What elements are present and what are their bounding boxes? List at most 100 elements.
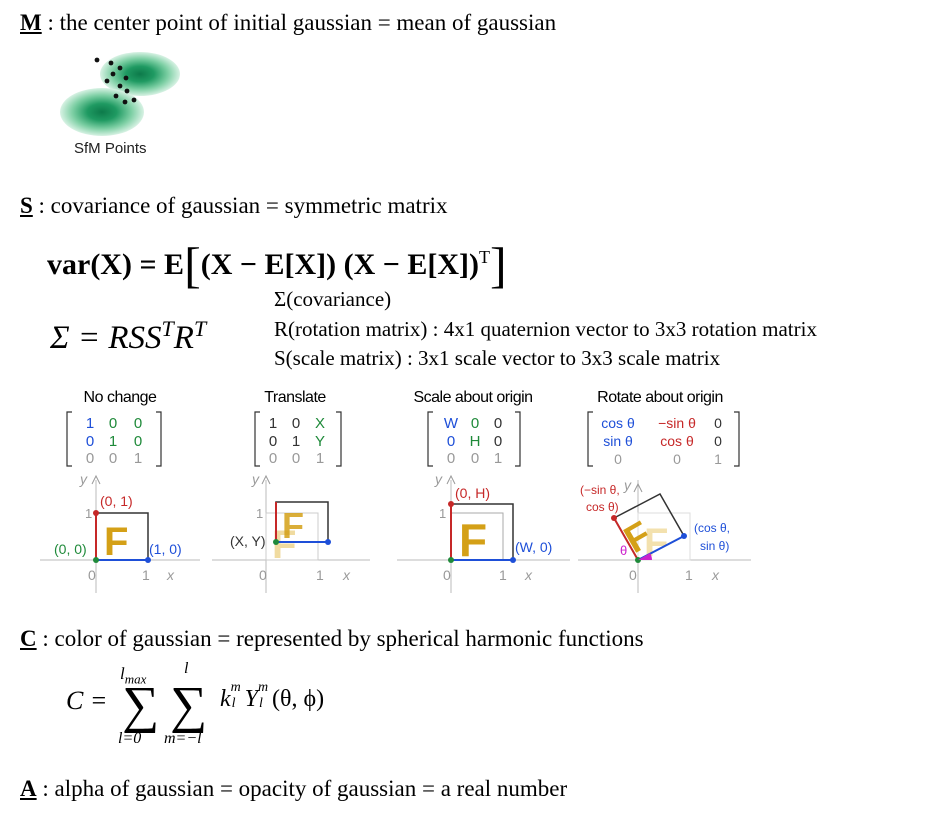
x-label: x xyxy=(711,567,720,583)
label-0-1: (0, 1) xyxy=(100,493,133,509)
sh-args: (θ, ϕ) xyxy=(272,686,325,712)
m1-11: 1 xyxy=(109,433,117,450)
sum2-lower: m=−l xyxy=(164,730,202,747)
origin-label: 0 xyxy=(629,567,637,583)
y-label: y xyxy=(434,471,443,487)
m2-02: X xyxy=(315,415,325,432)
label-0-h: (0, H) xyxy=(455,485,490,501)
sfm-gaussians-illustration xyxy=(60,52,180,136)
m1-22: 1 xyxy=(134,450,142,467)
y-one-label: 1 xyxy=(256,506,263,521)
m3-11: H xyxy=(470,433,481,450)
x-label: x xyxy=(524,567,533,583)
m3-12: 0 xyxy=(494,433,502,450)
label-sin: sin θ) xyxy=(700,539,729,553)
m4-21: 0 xyxy=(673,451,681,467)
sum1-symbol: ∑ xyxy=(122,677,160,734)
sum2-symbol: ∑ xyxy=(170,677,208,734)
panel-scale: W 0 0 0 H 0 0 0 1 y 0 1 x 1 F (0, H) (W,… xyxy=(397,411,570,593)
theta-wedge xyxy=(638,553,652,560)
transform-title-rotate: Rotate about origin xyxy=(597,389,723,406)
c-description: : color of gaussian = represented by sph… xyxy=(36,626,644,651)
c-heading: C : color of gaussian = represented by s… xyxy=(20,626,644,652)
m4-10: sin θ xyxy=(603,433,633,449)
a-description: : alpha of gaussian = opacity of gaussia… xyxy=(36,776,568,801)
origin-label: 0 xyxy=(259,567,267,583)
a-heading: A : alpha of gaussian = opacity of gauss… xyxy=(20,776,567,802)
c-lhs: C = xyxy=(66,686,108,715)
c-letter: C xyxy=(20,626,37,651)
sum1-upper-l: l xyxy=(120,664,125,683)
sigma-sup2: T xyxy=(193,316,207,341)
matrix-brackets xyxy=(66,411,162,467)
m-letter: M xyxy=(20,10,42,35)
y-label: y xyxy=(79,471,88,487)
m1-21: 0 xyxy=(109,450,117,467)
s-heading: S : covariance of gaussian = symmetric m… xyxy=(20,193,448,219)
y-one-label: 1 xyxy=(439,506,446,521)
m2-21: 0 xyxy=(292,450,300,467)
one-label: 1 xyxy=(142,567,150,583)
transform-title-no-change: No change xyxy=(83,389,157,406)
y-label: y xyxy=(623,477,632,493)
label-cos: cos θ) xyxy=(586,500,619,514)
m4-20: 0 xyxy=(614,451,622,467)
y-sup: m xyxy=(258,680,269,695)
m4-02: 0 xyxy=(714,415,722,431)
s-description: : covariance of gaussian = symmetric mat… xyxy=(32,193,448,218)
variance-equation: var(X) = E[(X − E[X]) (X − E[X])T] xyxy=(47,236,507,294)
desc-scale: S(scale matrix) : 3x1 scale vector to 3x… xyxy=(274,346,721,370)
m4-22: 1 xyxy=(714,451,722,467)
m-heading: M : the center point of initial gaussian… xyxy=(20,10,556,36)
y-one-label: 1 xyxy=(85,506,92,521)
variance-transpose: T xyxy=(479,247,491,267)
s-letter: S xyxy=(20,193,33,218)
m3-02: 0 xyxy=(494,415,502,432)
m4-01: −sin θ xyxy=(658,415,696,431)
m3-20: 0 xyxy=(447,450,455,467)
gaussian-blob-lower xyxy=(60,88,144,136)
label-0-0: (0, 0) xyxy=(54,541,87,557)
f-glyph-translated: F xyxy=(282,505,304,546)
one-label: 1 xyxy=(685,567,693,583)
sum1-upper-sub: max xyxy=(124,671,147,687)
m-description: : the center point of initial gaussian =… xyxy=(41,10,557,35)
desc-covariance: Σ(covariance) xyxy=(274,287,392,311)
variance-lhs: var(X) = E xyxy=(47,248,185,281)
f-glyph: F xyxy=(104,520,128,564)
sum1-lower: l=0 xyxy=(118,730,142,747)
label-x-y: (X, Y) xyxy=(230,533,266,549)
sigma-equation: Σ = RSSTRT xyxy=(50,316,206,357)
k-sub: l xyxy=(231,696,236,711)
m2-11: 1 xyxy=(292,433,300,450)
m3-00: W xyxy=(444,415,459,432)
desc-rotation: R(rotation matrix) : 4x1 quaternion vect… xyxy=(274,317,817,341)
y-sub: l xyxy=(259,696,263,711)
m2-01: 0 xyxy=(292,415,300,432)
sfm-point-cloud xyxy=(94,57,137,105)
m3-21: 0 xyxy=(471,450,479,467)
a-letter: A xyxy=(20,776,37,801)
x-label: x xyxy=(342,567,351,583)
m3-10: 0 xyxy=(447,433,455,450)
k-sup: m xyxy=(230,680,241,695)
label-1-0: (1, 0) xyxy=(149,541,182,557)
m1-00: 1 xyxy=(86,415,94,432)
sigma-mid: R xyxy=(173,320,194,356)
panel-rotate: cos θ −sin θ 0 sin θ cos θ 0 0 0 1 y 0 1… xyxy=(578,411,751,593)
m1-10: 0 xyxy=(86,433,94,450)
bracket-open: [ xyxy=(184,237,201,293)
m4-11: cos θ xyxy=(660,433,694,449)
m1-20: 0 xyxy=(86,450,94,467)
m1-01: 0 xyxy=(109,415,117,432)
f-glyph-scaled: F xyxy=(459,514,487,566)
transform-title-scale: Scale about origin xyxy=(413,389,533,406)
panel-no-change: 1 0 0 0 1 0 0 0 1 y 0 1 x 1 F (0, 1) (0,… xyxy=(40,411,200,593)
label-neg-sin: (−sin θ, xyxy=(580,483,620,497)
variance-inner: (X − E[X]) (X − E[X]) xyxy=(200,248,480,281)
m2-20: 0 xyxy=(269,450,277,467)
label-w-0: (W, 0) xyxy=(515,539,552,555)
m1-02: 0 xyxy=(134,415,142,432)
m3-22: 1 xyxy=(494,450,502,467)
m4-12: 0 xyxy=(714,433,722,449)
